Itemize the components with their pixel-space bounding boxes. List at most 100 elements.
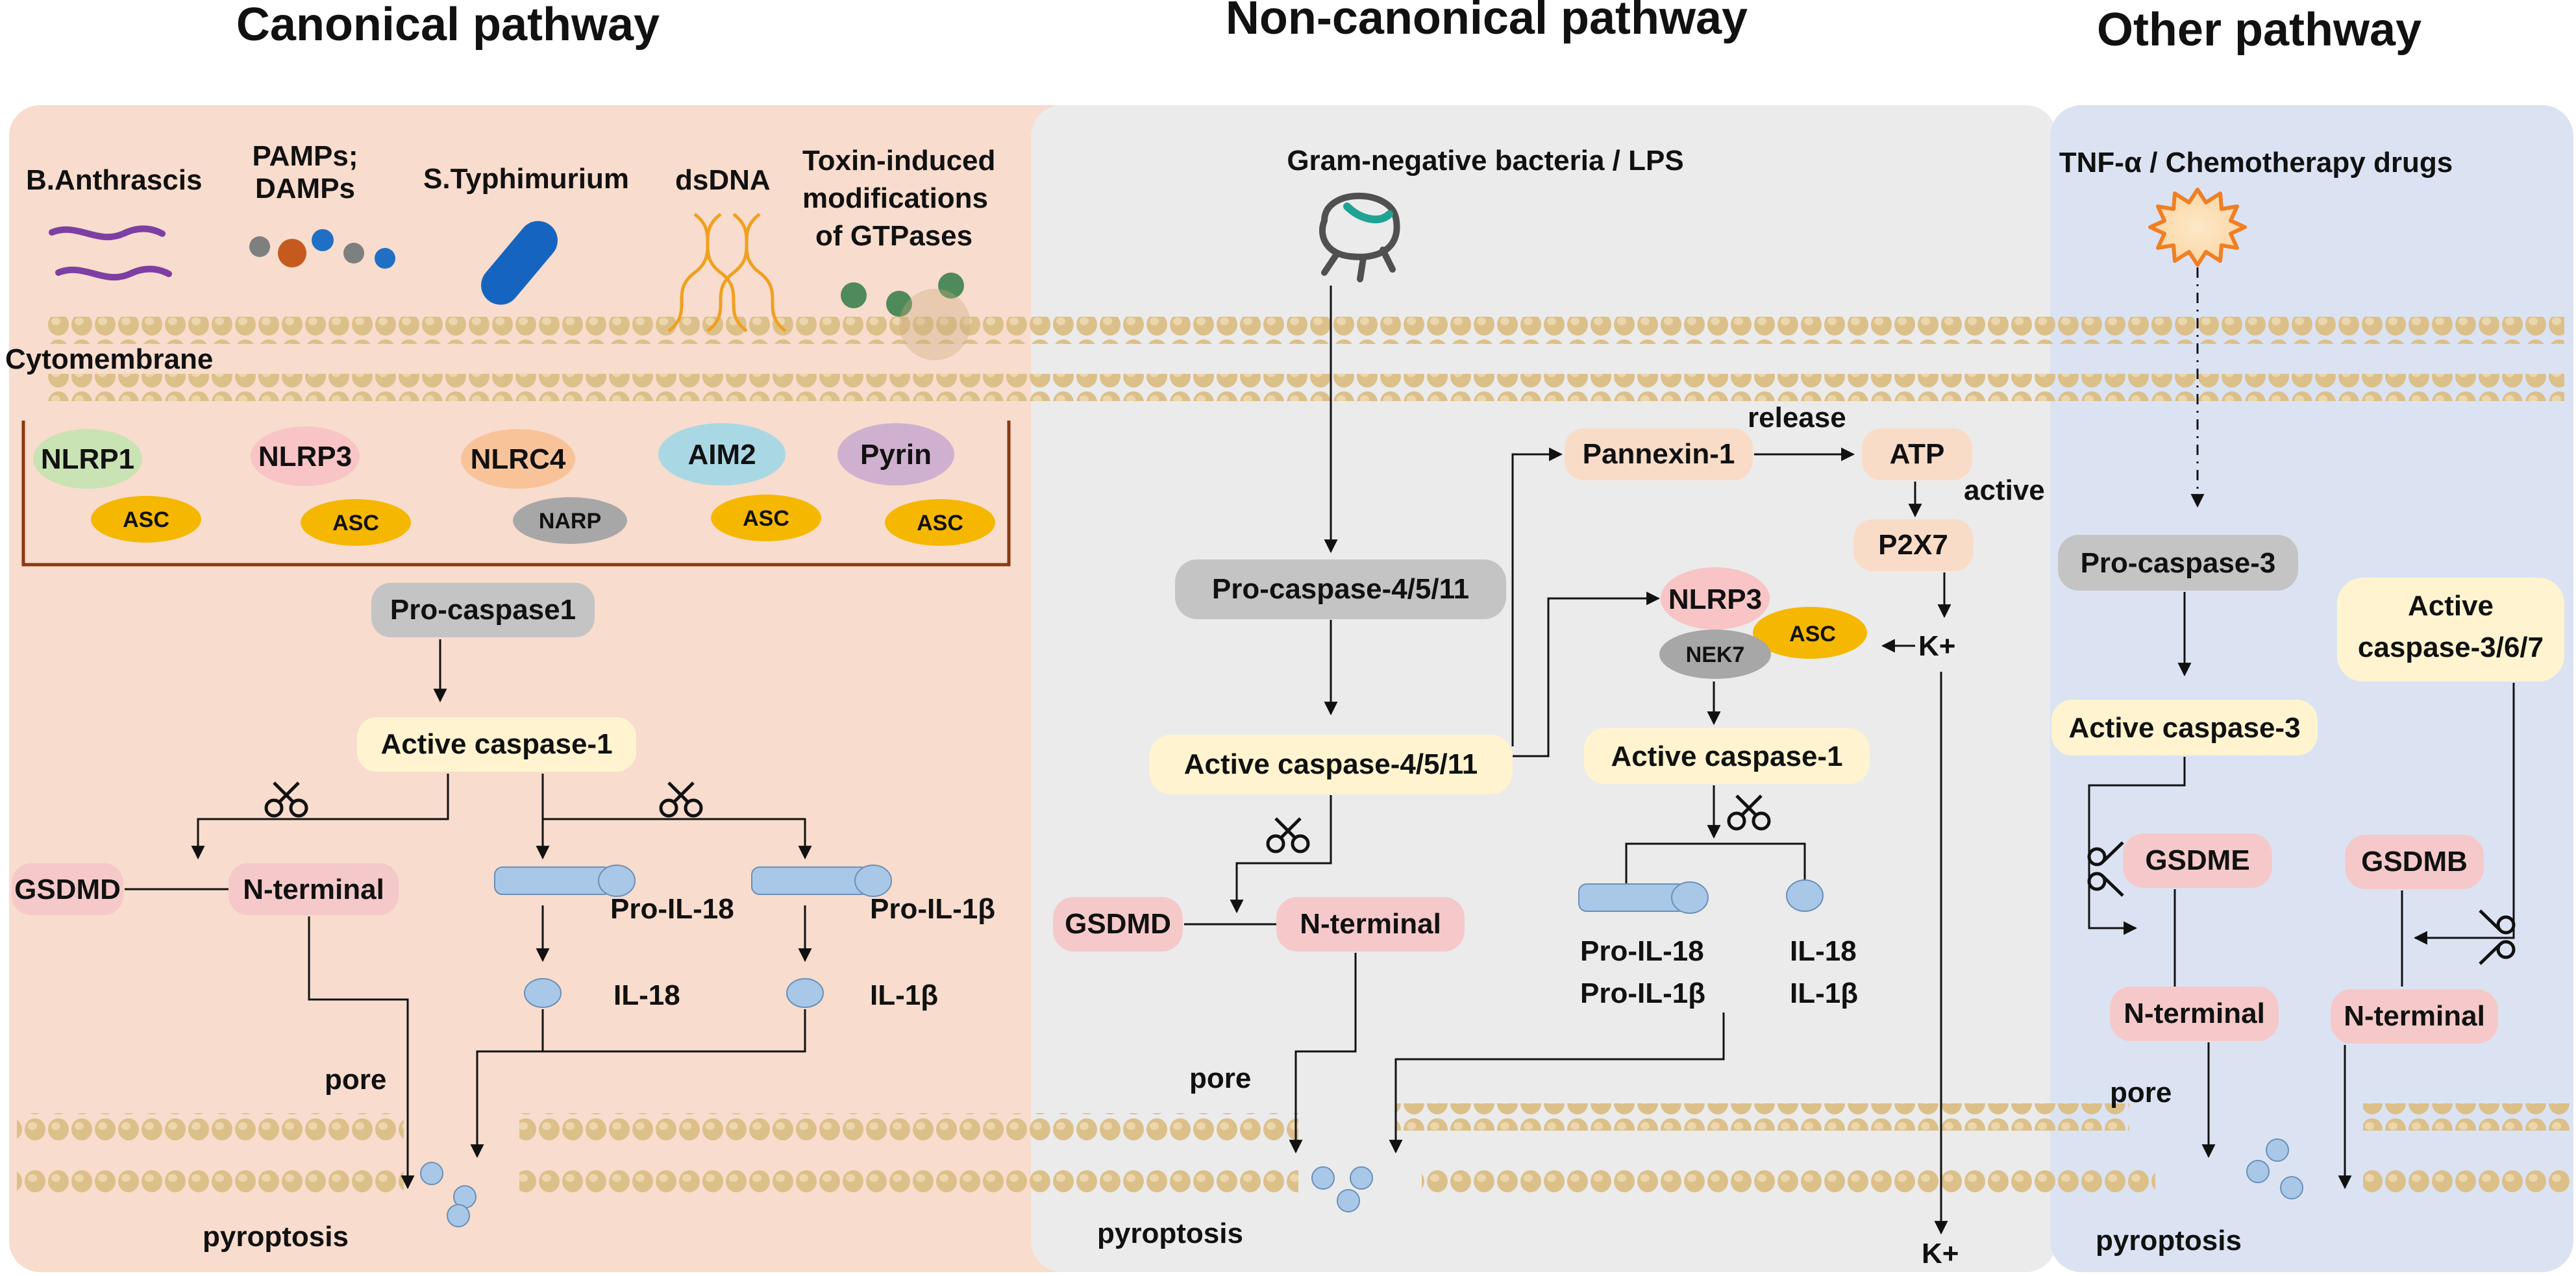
active-caspase367-label-line1: Active (2408, 590, 2494, 622)
nek7-node (1659, 630, 1771, 679)
asc-label-1: ASC (123, 508, 169, 532)
narp-node (513, 497, 627, 544)
nc-n-terminal-label: N-terminal (1300, 908, 1441, 940)
nc-il18-label: IL-18 (1790, 935, 1857, 967)
arrow-caspase1-to-gsdmd (191, 774, 449, 860)
n-terminal-e-box (2110, 987, 2279, 1041)
nc-gsdmd-label: GSDMD (1065, 908, 1171, 940)
trigger-toxin-line1: Toxin-induced (802, 145, 995, 177)
arrow-caspase367-to-gsdmb (2413, 683, 2515, 945)
nc-asc-label: ASC (1789, 622, 1836, 646)
nc-cleave-bracket (1625, 842, 1806, 896)
cytomembrane-label: Cytomembrane (5, 343, 213, 375)
pyrin-label: Pyrin (860, 439, 932, 471)
atp-label: ATP (1890, 438, 1945, 470)
nc-il1b-label: IL-1β (1790, 977, 1858, 1009)
pro-il18-shape (494, 866, 612, 895)
nek7-label: NEK7 (1686, 643, 1745, 667)
nlrp1-node (33, 429, 142, 489)
gtpase-icon (841, 273, 971, 360)
pro-il1b-shape (751, 866, 869, 895)
canonical-released-cytokines (420, 1162, 477, 1227)
gsdmb-box (2345, 835, 2484, 889)
arrow-nc-il-out (1389, 1012, 1725, 1154)
asc-node-1 (91, 496, 201, 543)
nc-pro-il-shape (1578, 883, 1687, 912)
nc-pore-label: pore (1189, 1062, 1251, 1094)
il1b-label: IL-1β (870, 979, 938, 1011)
top-membrane (45, 317, 2564, 401)
nc-nlrp3-node (1661, 567, 1770, 630)
nlrp3-node (251, 426, 360, 486)
gsdmd-box (12, 863, 123, 915)
trigger-dsdna: dsDNA (675, 164, 771, 196)
gsdmd-label: GSDMD (14, 874, 121, 905)
arrow-nterminal-to-pore (308, 916, 415, 1190)
bottom-membrane (17, 1103, 2571, 1196)
canonical-pathway-title: Canonical pathway (236, 0, 660, 51)
aim2-label: AIM2 (687, 439, 756, 471)
nlrp1-label: NLRP1 (41, 443, 134, 475)
arrow-caspase45-to-pannexin (1511, 447, 1563, 746)
active-caspase3-label: Active caspase-3 (2068, 712, 2300, 744)
gsdme-label: GSDME (2145, 844, 2249, 876)
trigger-toxin-line2: modifications (802, 182, 988, 214)
cleavage-scissors-icon-4 (1727, 794, 1771, 831)
n-terminal-e-label: N-terminal (2124, 998, 2265, 1029)
n-terminal-box (229, 863, 399, 915)
nc-nlrp3-label: NLRP3 (1668, 583, 1762, 615)
nc-pro-il-head (1671, 881, 1709, 914)
asc-label-3: ASC (743, 506, 789, 531)
nc-il-node (1786, 879, 1824, 912)
active-caspase1-label: Active caspase-1 (380, 728, 612, 760)
asc-node-2 (301, 499, 411, 546)
trigger-s-typhimurium: S.Typhimurium (423, 163, 629, 195)
nc-asc-node (1753, 607, 1867, 659)
atp-box (1862, 428, 1972, 480)
p2x7-box (1853, 519, 1974, 571)
arrow-il1b-out (477, 1009, 806, 1053)
gsdme-box (2123, 833, 2272, 888)
nlrc4-label: NLRC4 (471, 443, 566, 475)
nc-active-caspase1-label: Active caspase-1 (1611, 741, 1842, 772)
gsdmb-label: GSDMB (2361, 846, 2468, 877)
pro-il1b-head (854, 865, 892, 897)
arrow-caspase45-to-gsdmd (1230, 795, 1332, 914)
trigger-toxin-line3: of GTPases (815, 220, 972, 252)
pamps-damps-icon (249, 229, 395, 269)
other-pathway-title: Other pathway (2097, 4, 2421, 56)
canonical-pyroptosis-label: pyroptosis (203, 1221, 349, 1253)
salmonella-icon (481, 221, 558, 305)
n-terminal-b-box (2331, 989, 2498, 1044)
cleavage-scissors-icon-3 (1266, 817, 1310, 853)
cleavage-scissors-icon-1 (264, 781, 308, 818)
pro-caspase1-box (371, 583, 595, 637)
canonical-panel (9, 105, 1087, 1272)
other-pyroptosis-label: pyroptosis (2096, 1225, 2242, 1257)
active-caspase45-label: Active caspase-4/5/11 (1184, 748, 1478, 780)
nc-pro-il18-label: Pro-IL-18 (1580, 935, 1704, 967)
asc-node-4 (885, 499, 995, 546)
pro-caspase3-box (2058, 535, 2298, 591)
noncanonical-panel (1031, 105, 2057, 1272)
cleavage-scissors-icon-6 (2479, 909, 2516, 965)
il18-node (524, 978, 562, 1008)
cleavage-scissors-icon-2 (659, 781, 703, 818)
pro-caspase3-label: Pro-caspase-3 (2081, 547, 2276, 579)
asc-node-3 (711, 495, 821, 541)
pro-caspase45-box (1175, 559, 1506, 619)
pro-il18-head (598, 865, 636, 897)
nc-pro-il1b-label: Pro-IL-1β (1580, 977, 1705, 1009)
nc-active-caspase1-box (1584, 728, 1870, 784)
p2x7-label: P2X7 (1878, 529, 1948, 561)
n-terminal-label: N-terminal (243, 874, 384, 905)
nc-gsdmd-box (1053, 897, 1183, 951)
cleavage-scissors-icon-5 (2087, 841, 2124, 897)
k-plus-out-label: K+ (1922, 1238, 1959, 1270)
active-caspase367-label-line2: caspase-3/6/7 (2358, 632, 2544, 663)
pro-il1b-label: Pro-IL-1β (870, 893, 995, 925)
k-plus-label: K+ (1918, 630, 1955, 662)
noncanonical-pathway-title: Non-canonical pathway (1226, 0, 1748, 44)
n-terminal-b-label: N-terminal (2344, 1000, 2485, 1032)
